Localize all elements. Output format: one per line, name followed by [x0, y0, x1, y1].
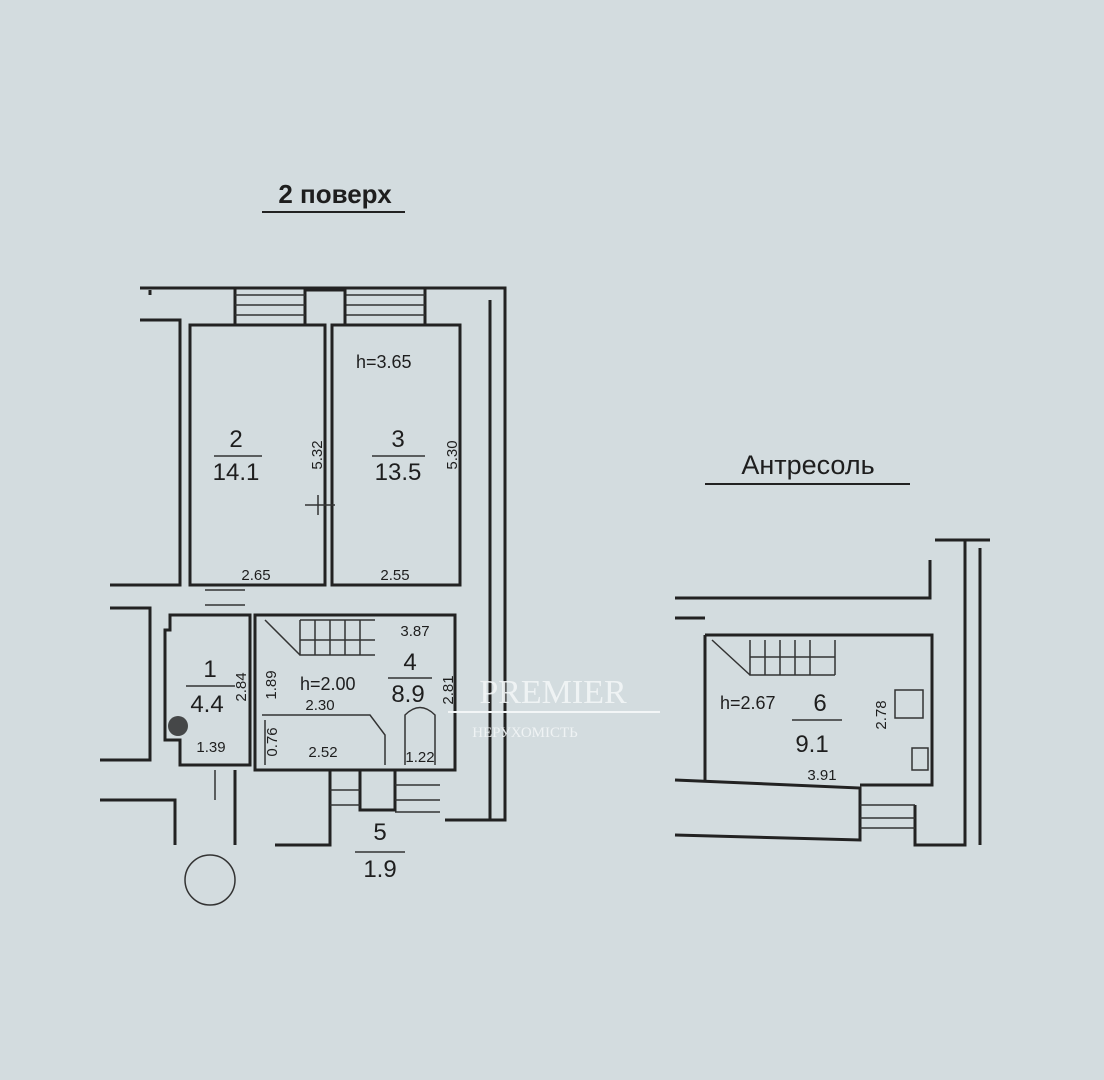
- room-1-area: 4.4: [190, 691, 223, 718]
- room-1-number: 1: [203, 656, 216, 683]
- premier-watermark: PREMIER НЕРУХОМІСТЬ: [448, 674, 660, 741]
- room-2-number: 2: [229, 426, 242, 453]
- dim-bath2-width: 1.22: [405, 749, 434, 766]
- dim-r6-height: 2.78: [873, 700, 890, 729]
- dim-r4-width: 3.87: [400, 623, 429, 640]
- dim-hall-width: 2.30: [305, 697, 334, 714]
- dim-r4-height: 2.81: [440, 675, 457, 704]
- dim-r3-height: 5.30: [444, 440, 461, 469]
- room-4-number: 4: [403, 649, 416, 676]
- room-6-number: 6: [813, 690, 826, 717]
- watermark-sub: НЕРУХОМІСТЬ: [472, 725, 578, 741]
- room-2-area: 14.1: [213, 459, 260, 486]
- room-3-number: 3: [391, 426, 404, 453]
- mezzanine-walls: [674, 538, 990, 847]
- room-4-area: 8.9: [391, 681, 424, 708]
- mezzanine-height: h=2.67: [720, 693, 776, 713]
- dim-bath-height: 0.76: [264, 727, 281, 756]
- floor-height: h=3.65: [356, 352, 412, 372]
- dim-r3-width: 2.55: [380, 567, 409, 584]
- dim-stair-height: 1.89: [263, 670, 280, 699]
- room-3-area: 13.5: [375, 459, 422, 486]
- room-4-height: h=2.00: [300, 674, 356, 694]
- dim-r2-width: 2.65: [241, 567, 270, 584]
- room-5-area: 1.9: [363, 856, 396, 883]
- room-5-number: 5: [373, 819, 386, 846]
- watermark-brand: PREMIER: [479, 674, 627, 711]
- main-floor-walls: [100, 286, 507, 906]
- room-6-area: 9.1: [795, 731, 828, 758]
- mezzanine-title: Антресоль: [741, 450, 874, 480]
- dim-r2-height: 5.32: [309, 440, 326, 469]
- dim-r6-width: 3.91: [807, 767, 836, 784]
- floor-title: 2 поверх: [278, 179, 392, 209]
- dim-bath-width: 2.52: [308, 744, 337, 761]
- dim-r1-width: 1.39: [196, 739, 225, 756]
- dim-r1-height: 2.84: [233, 672, 250, 701]
